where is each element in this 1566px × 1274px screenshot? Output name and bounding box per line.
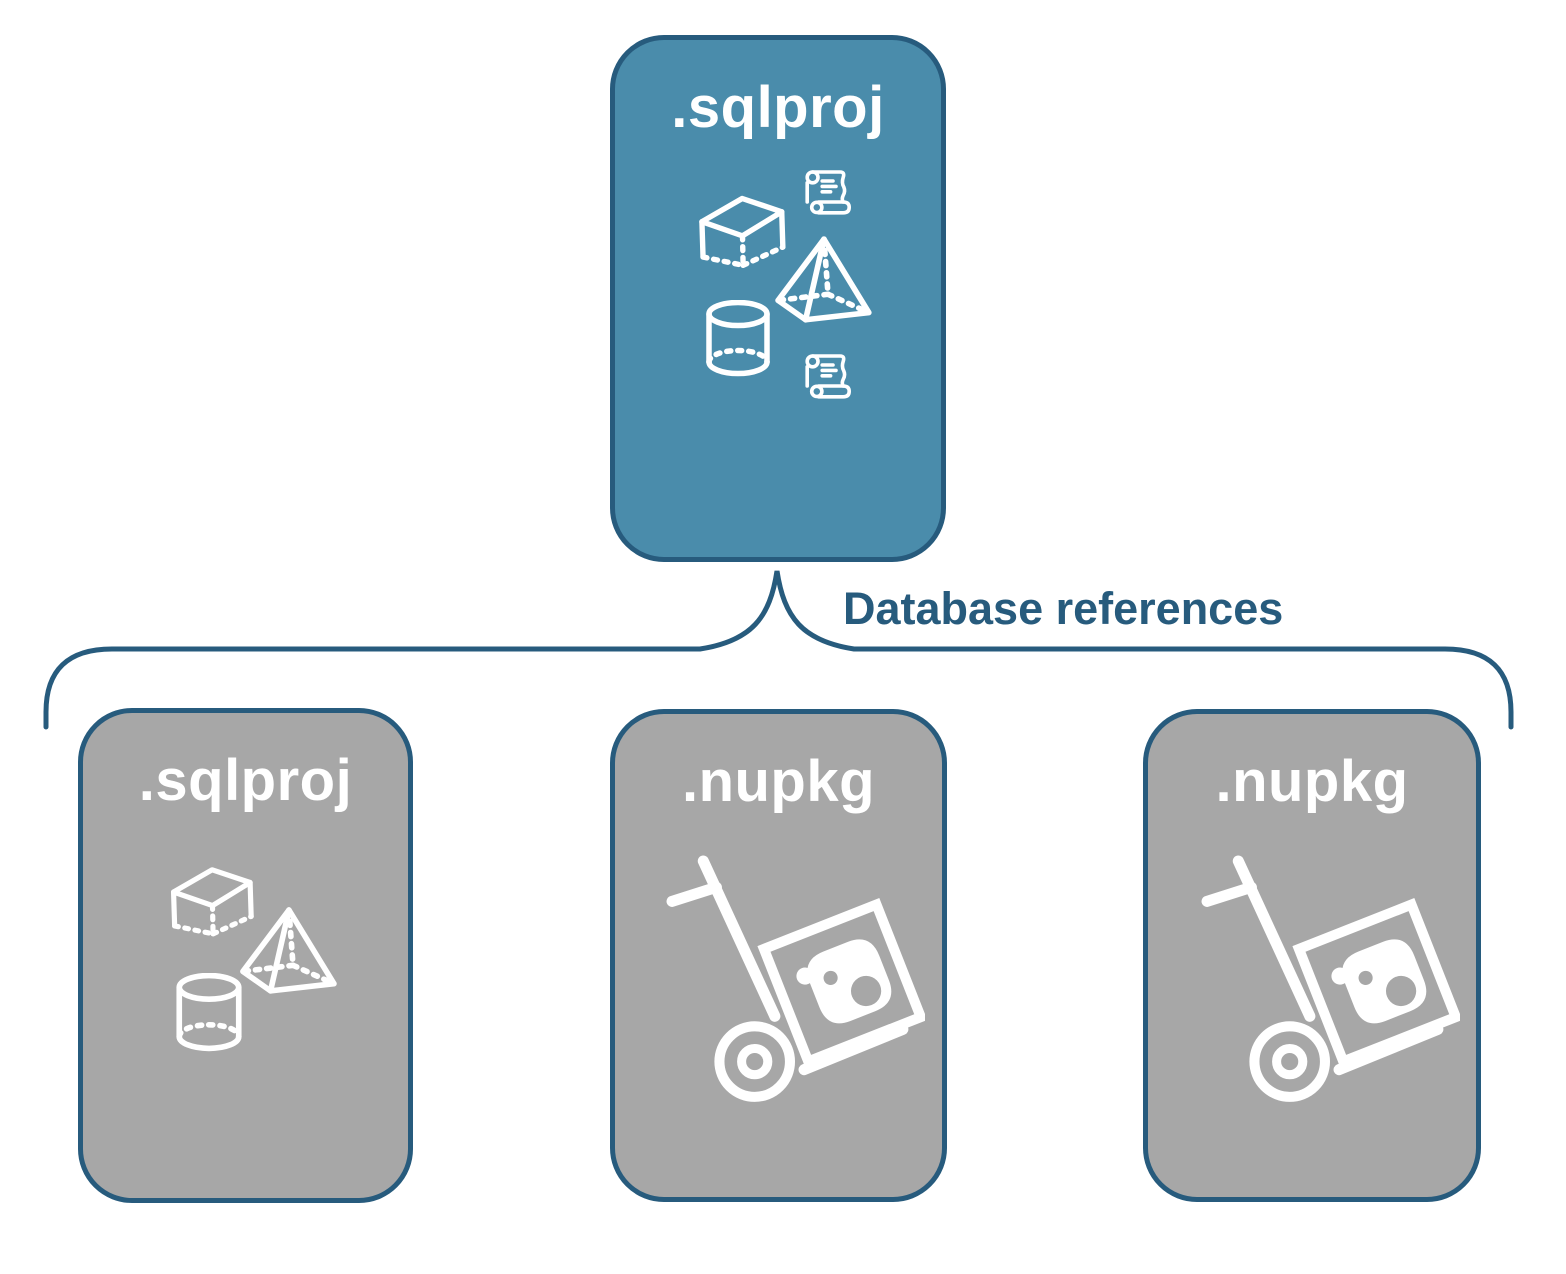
connector-label: Database references	[843, 583, 1284, 634]
root-node-sqlproj: .sqlproj	[610, 35, 946, 562]
hand-truck-package-icon	[663, 854, 925, 1111]
child-node-nupkg: .nupkg	[1143, 709, 1481, 1202]
node-label: .nupkg	[1215, 749, 1409, 814]
database-cylinder-icon	[703, 300, 773, 378]
script-scroll-icon	[797, 164, 857, 222]
pyramid-icon	[775, 236, 877, 326]
node-label: .nupkg	[681, 749, 876, 814]
child-node-sqlproj: .sqlproj	[78, 708, 413, 1203]
node-label: .sqlproj	[138, 748, 353, 813]
node-label: .sqlproj	[671, 75, 885, 140]
hand-truck-package-icon	[1198, 854, 1460, 1111]
script-scroll-icon	[797, 348, 857, 406]
pyramid-icon	[239, 907, 343, 997]
database-cylinder-icon	[173, 973, 245, 1053]
child-node-nupkg: .nupkg	[610, 709, 947, 1202]
